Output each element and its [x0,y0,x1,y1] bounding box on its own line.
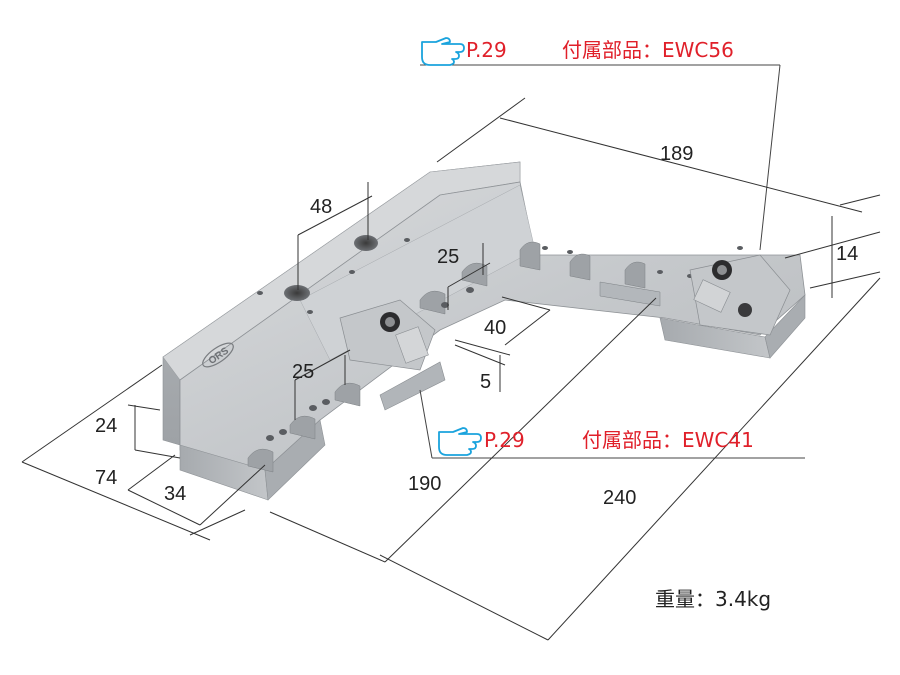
reference-line-top [420,64,781,251]
left-leg-notches [247,262,488,473]
left-leg-side [264,419,326,501]
dimension-189: 189 [660,143,693,165]
dimension-74: 74 [95,467,117,489]
reference-page-bottom: P.29 [484,428,525,452]
reference-part-bottom: 付属部品：EWC41 [582,428,754,452]
small-holes [257,238,743,441]
dimension-24: 24 [95,415,117,437]
large-hole-2 [354,235,378,251]
reference-page-top: P.29 [466,38,507,62]
dimension-190: 190 [408,473,441,495]
dimension-5: 5 [480,371,491,393]
right-leg-notches [519,241,661,307]
reference-part-top: 付属部品：EWC56 [562,38,734,62]
clamp-module-center [339,299,446,411]
dimension-lines [21,97,881,641]
dimension-25-top: 25 [437,246,459,268]
dimension-34: 34 [164,483,186,505]
pointing-hand-icon [421,37,465,66]
right-leg-side [764,294,806,359]
dimension-40: 40 [484,317,506,339]
dimension-25-left: 25 [292,361,314,383]
dimension-48: 48 [310,196,332,218]
dimension-240: 240 [603,487,636,509]
clamp-module-right [689,254,791,336]
large-hole-1 [284,285,310,301]
weight-label: 重量：3.4kg [655,587,771,611]
pointing-hand-icon [438,427,482,456]
dimension-14: 14 [836,243,858,265]
reference-line-bottom [419,389,805,459]
